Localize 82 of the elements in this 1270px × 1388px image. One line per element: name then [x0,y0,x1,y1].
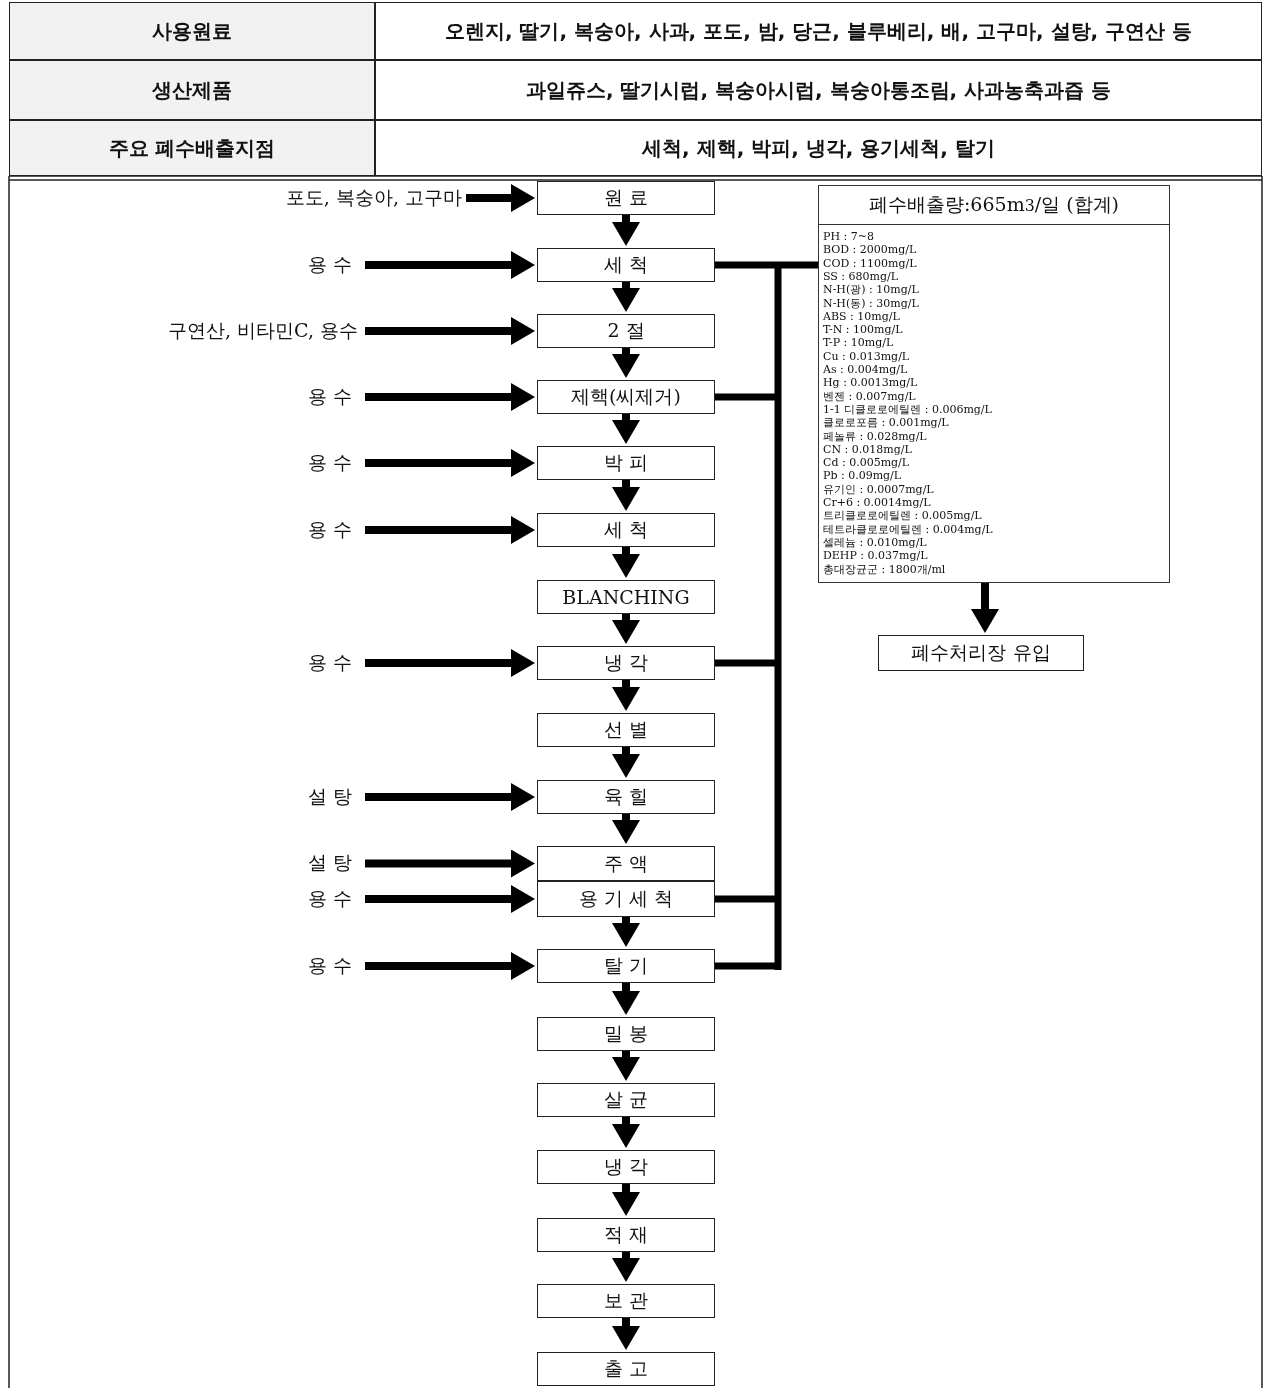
arrow [612,414,640,444]
water-quality-item: DEHP : 0.037mg/L [823,549,928,563]
arrow [612,1184,640,1216]
wastewater-data-box [818,185,1170,583]
water-quality-item: 벤젠 : 0.007mg/L [823,389,916,403]
input-label: 구연산, 비타민C, 용수 [98,316,358,346]
water-quality-item: Cd : 0.005mg/L [823,456,910,470]
row-header-cell: 주요 폐수배출지점 [9,120,375,176]
input-label: 용 수 [272,448,352,478]
arrow [612,983,640,1015]
water-quality-item: 총대장균군 : 1800개/ml [823,562,946,576]
water-quality-item: T-P : 10mg/L [823,336,894,350]
input-label: 용 수 [272,382,352,412]
process-box: 출 고 [537,1352,715,1386]
arrow [612,1252,640,1282]
input-label: 용 수 [272,250,352,280]
arrow [612,747,640,778]
input-label: 용 수 [272,648,352,678]
water-quality-item: 테트라클로로에틸렌 : 0.004mg/L [823,522,993,536]
water-quality-item: Cu : 0.013mg/L [823,349,910,363]
input-label: 포도, 복숭아, 고구마 [202,183,462,213]
arrow [612,348,640,378]
table-cell: 오렌지, 딸기, 복숭아, 사과, 포도, 밤, 당근, 블루베리, 배, 고구마, 설탕, 구연산 등 [375,2,1262,60]
process-box: 냉 각 [537,646,715,680]
process-box: 제핵(씨제거) [537,380,715,414]
arrow [612,1051,640,1081]
water-quality-item: BOD : 2000mg/L [823,243,917,257]
process-box: 적 재 [537,1218,715,1252]
water-quality-item: 클로로포름 : 0.001mg/L [823,416,949,430]
arrow [612,814,640,844]
water-quality-item: PH : 7~8 [823,230,874,243]
water-quality-item: CN : 0.018mg/L [823,442,912,456]
process-box: 밀 봉 [537,1017,715,1051]
arrow [971,583,999,633]
water-quality-item: 유기인 : 0.0007mg/L [823,482,934,496]
water-quality-item: 1-1 디클로로에틸렌 : 0.006mg/L [823,402,992,416]
water-quality-item: COD : 1100mg/L [823,256,917,270]
process-box: 세 척 [537,513,715,547]
water-quality-item: T-N : 100mg/L [823,323,903,337]
water-quality-item: Cr+6 : 0.0014mg/L [823,496,931,509]
process-box: 2 절 [537,314,715,348]
arrow [612,480,640,511]
water-quality-item: SS : 680mg/L [823,269,899,283]
water-quality-item: ABS : 10mg/L [823,309,900,323]
row-header-cell: 생산제품 [9,60,375,120]
process-box: 냉 각 [537,1150,715,1184]
arrow [612,917,640,947]
process-box: 주 액 [537,846,715,881]
arrow [612,1117,640,1148]
table-cell: 세척, 제핵, 박피, 냉각, 용기세척, 탈기 [375,120,1262,176]
input-label: 용 수 [272,515,352,545]
process-box: 보 관 [537,1284,715,1318]
input-label: 설 탕 [272,848,352,878]
water-quality-item: N-H(광) : 10mg/L [823,283,919,297]
input-label: 설 탕 [272,782,352,812]
process-box: 육 힐 [537,780,715,814]
water-quality-item: 페놀류 : 0.028mg/L [823,429,927,443]
process-box: 세 척 [537,248,715,282]
arrow [612,614,640,644]
water-quality-item: N-H(동) : 30mg/L [823,296,919,310]
arrow [612,680,640,711]
arrow [612,547,640,578]
process-box: 탈 기 [537,949,715,983]
process-box: 용 기 세 척 [537,881,715,917]
process-box: 살 균 [537,1083,715,1117]
table-cell: 과일쥬스, 딸기시럽, 복숭아시럽, 복숭아통조림, 사과농축과즙 등 [375,60,1262,120]
process-box: 박 피 [537,446,715,480]
arrow [612,215,640,246]
water-quality-item: 트리클로로에틸렌 : 0.005mg/L [823,509,982,523]
arrow [612,1318,640,1350]
water-quality-item: 셀레늄 : 0.010mg/L [823,535,927,549]
water-quality-item: Hg : 0.0013mg/L [823,376,918,390]
water-quality-item: Pb : 0.09mg/L [823,469,902,483]
row-header-cell: 사용원료 [9,2,375,60]
process-box: 원 료 [537,181,715,215]
arrow [612,282,640,312]
input-label: 용 수 [272,884,352,914]
process-box: 폐수처리장 유입 [878,635,1084,671]
water-quality-item: As : 0.004mg/L [823,363,908,376]
process-box: BLANCHING [537,580,715,614]
input-label: 용 수 [272,951,352,981]
process-box: 선 별 [537,713,715,747]
